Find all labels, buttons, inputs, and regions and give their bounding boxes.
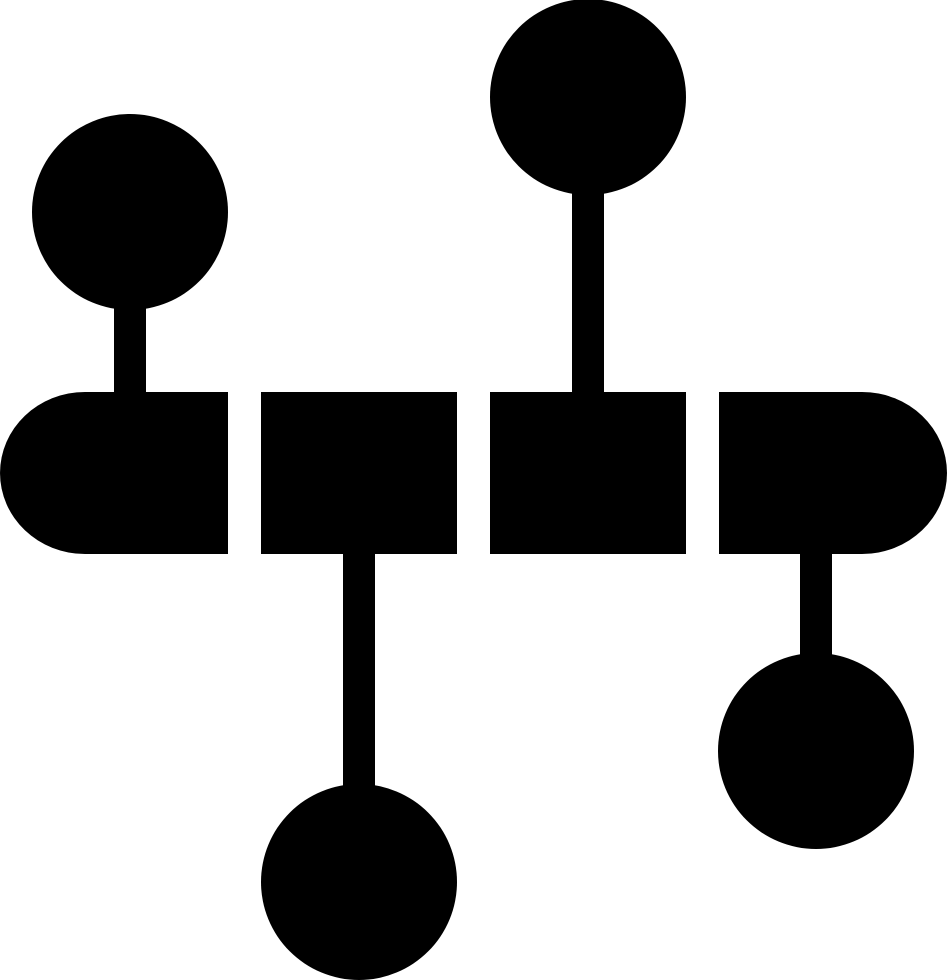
timeline-segment-1	[0, 392, 228, 554]
timeline-marker-1	[32, 114, 228, 395]
marker-dot	[490, 0, 686, 195]
timeline-segment-3	[490, 392, 686, 554]
marker-dot	[32, 114, 228, 310]
timeline-segment-2	[261, 392, 457, 554]
marker-dot	[261, 784, 457, 980]
marker-dot	[718, 653, 914, 849]
timeline-marker-3	[490, 0, 686, 395]
timeline-bar	[0, 392, 947, 554]
timeline-markers	[32, 0, 914, 980]
marker-stem	[572, 175, 604, 395]
timeline-segment-4	[719, 392, 947, 554]
timeline-marker-2	[261, 550, 457, 980]
marker-stem	[343, 550, 375, 805]
timeline-marker-4	[718, 550, 914, 849]
